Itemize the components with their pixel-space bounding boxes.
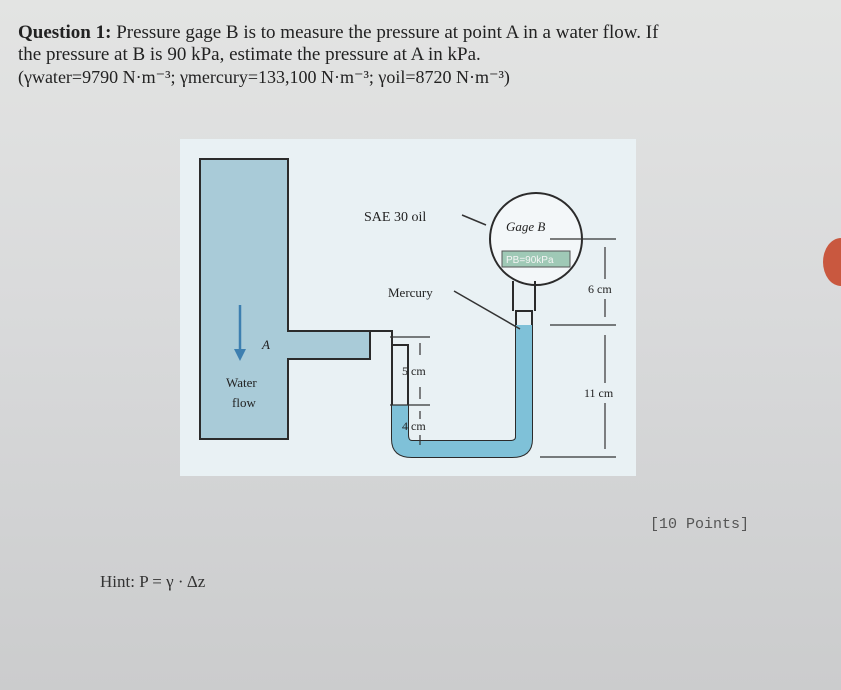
mercury-leader [453, 290, 521, 330]
question-line-2: the pressure at B is 90 kPa, estimate th… [18, 44, 481, 65]
point-a-label: A [261, 337, 270, 352]
flow-label: flow [232, 395, 256, 410]
finger-blob [823, 238, 841, 286]
gage-label: Gage B [506, 219, 545, 234]
gage-reading-box [501, 250, 571, 268]
question-line-1: Question 1: Pressure gage B is to measur… [18, 22, 818, 44]
flow-arrow-head [234, 349, 246, 361]
hint-text: Hint: P = γ · Δz [100, 572, 206, 591]
gage-reading: PB=90kPa [506, 255, 554, 266]
oil-leader [461, 214, 487, 226]
manometer-figure: SAE 30 oil Gage B PB=90kPa Mercury A Wat… [180, 139, 636, 476]
question-line-1-text: Pressure gage B is to measure the pressu… [116, 22, 659, 43]
question-text: Question 1: Pressure gage B is to measur… [18, 22, 818, 88]
water-pipe [199, 158, 371, 440]
question-line-3: (γwater=9790 N·m⁻³; γmercury=133,100 N·m… [18, 67, 510, 87]
mercury-label: Mercury [388, 285, 433, 300]
mercury-fill [392, 325, 532, 457]
dim-6cm: 6 cm [588, 282, 612, 296]
dim-11cm: 11 cm [584, 386, 614, 400]
question-label: Question 1: [18, 22, 112, 43]
dim-5cm: 5 cm [402, 364, 426, 378]
points-badge: [10 Points] [650, 516, 750, 533]
water-label: Water [226, 375, 257, 390]
dim-4cm: 4 cm [402, 419, 426, 433]
oil-label: SAE 30 oil [364, 210, 426, 225]
